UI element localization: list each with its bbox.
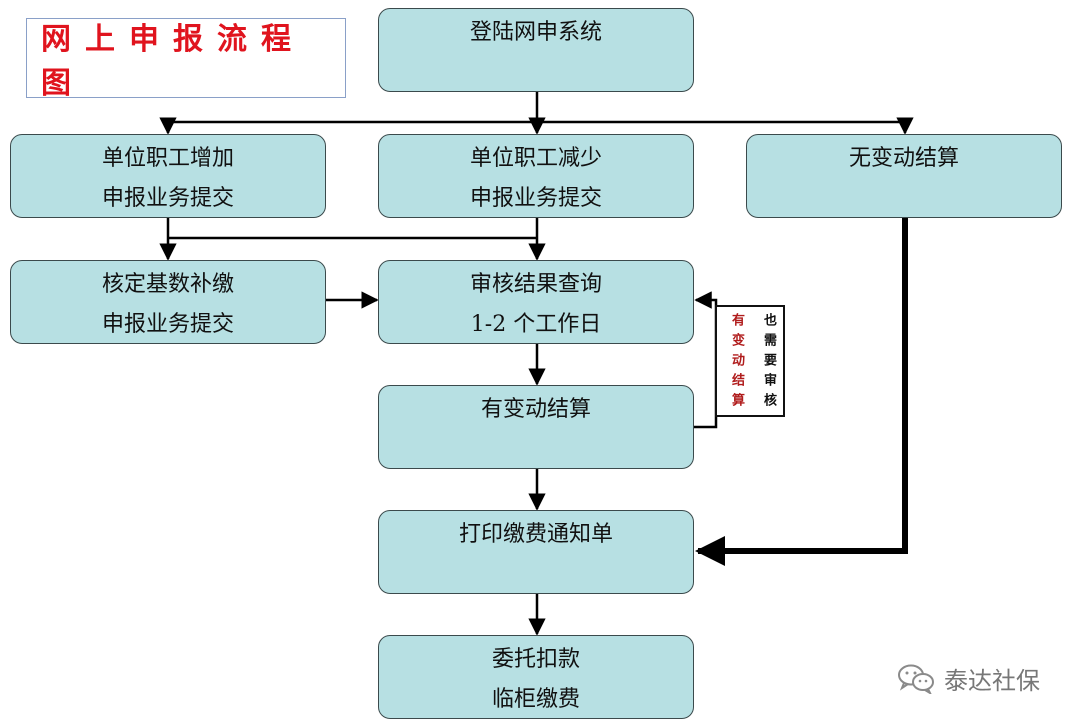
edge-no-change-to-print <box>695 217 908 566</box>
node-login: 登陆网申系统 <box>378 8 694 92</box>
edge-change-loop-back <box>694 291 718 429</box>
node-decrease-line2: 申报业务提交 <box>469 186 602 211</box>
node-payment-line1: 委托扣款 <box>491 647 580 672</box>
node-no-change: 无变动结算 <box>746 134 1062 218</box>
node-base-supplement-line2: 申报业务提交 <box>101 312 234 337</box>
node-base-supplement-line1: 核定基数补缴 <box>101 272 234 297</box>
wechat-icon <box>898 664 934 694</box>
side-note-left: 有变动结算 <box>729 313 744 413</box>
node-no-change-label: 无变动结算 <box>848 146 959 171</box>
diagram-title: 网上申报流程图 <box>41 22 305 101</box>
node-login-label: 登陆网申系统 <box>469 20 602 45</box>
node-base-supplement: 核定基数补缴 申报业务提交 <box>10 260 326 344</box>
watermark-text: 泰达社保 <box>944 666 1040 695</box>
node-review-query-line1: 审核结果查询 <box>469 272 602 297</box>
watermark: 泰达社保 <box>896 660 1040 696</box>
node-change-settlement-label: 有变动结算 <box>480 397 591 422</box>
node-review-query-line2: 1-2 个工作日 <box>470 312 602 337</box>
node-change-settlement: 有变动结算 <box>378 385 694 469</box>
node-decrease: 单位职工减少 申报业务提交 <box>378 134 694 218</box>
node-decrease-line1: 单位职工减少 <box>469 146 602 171</box>
node-payment: 委托扣款 临柜缴费 <box>378 635 694 719</box>
title-box: 网上申报流程图 <box>26 18 346 101</box>
node-increase-line2: 申报业务提交 <box>101 186 234 211</box>
side-note: 有变动结算 也需要审核 <box>715 305 785 417</box>
node-increase: 单位职工增加 申报业务提交 <box>10 134 326 218</box>
node-review-query: 审核结果查询 1-2 个工作日 <box>378 260 694 344</box>
side-note-right: 也需要审核 <box>761 313 776 413</box>
node-payment-line2: 临柜缴费 <box>491 687 580 712</box>
node-print-notice: 打印缴费通知单 <box>378 510 694 594</box>
node-print-notice-label: 打印缴费通知单 <box>458 522 613 547</box>
node-increase-line1: 单位职工增加 <box>101 146 234 171</box>
